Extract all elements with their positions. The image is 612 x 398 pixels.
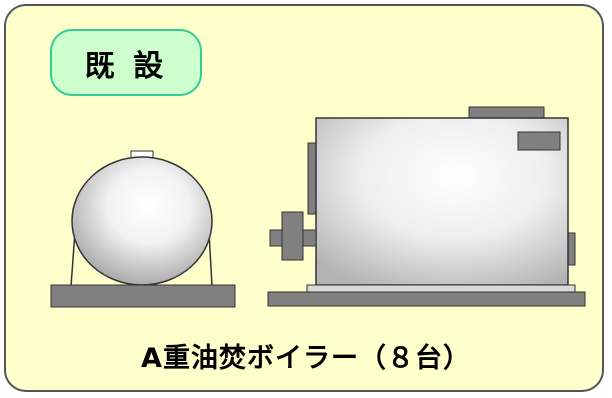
spherical-tank-icon (50, 150, 236, 308)
boiler-top-vent (468, 106, 545, 119)
boiler-nameplate (517, 131, 561, 151)
tank-base (50, 284, 236, 308)
status-badge-label: 既 設 (84, 48, 168, 84)
tank-sphere (71, 156, 213, 286)
equipment-caption: A重油焚ボイラー（８台） (141, 343, 471, 374)
boiler-base (267, 291, 586, 307)
status-badge: 既 設 (50, 29, 202, 96)
boiler-skid (306, 284, 576, 293)
burner-housing (281, 211, 304, 261)
tank-left-leg (70, 231, 76, 287)
boiler-icon (267, 106, 586, 307)
